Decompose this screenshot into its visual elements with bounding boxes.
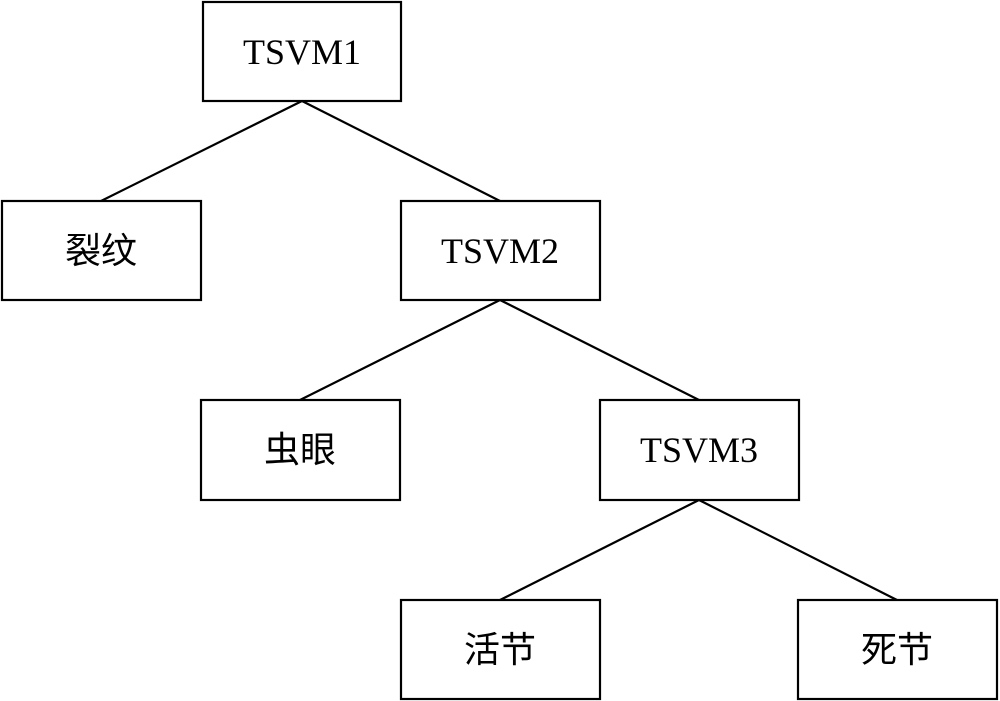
node-label-tsvm3: TSVM3 bbox=[640, 430, 758, 470]
edge-tsvm3-live-knot bbox=[499, 499, 700, 601]
tree-edges bbox=[100, 100, 898, 601]
node-tsvm1: TSVM1 bbox=[201, 0, 403, 103]
node-box bbox=[399, 598, 602, 701]
node-crack: 裂纹 bbox=[0, 199, 203, 302]
node-label-tsvm2: TSVM2 bbox=[441, 231, 559, 271]
edge-tsvm1-tsvm2 bbox=[301, 100, 501, 202]
edge-tsvm2-tsvm3 bbox=[499, 299, 700, 401]
node-label-crack: 裂纹 bbox=[65, 231, 137, 271]
node-live-knot: 活节 bbox=[399, 598, 602, 701]
node-box bbox=[796, 598, 999, 701]
edge-tsvm3-dead-knot bbox=[698, 499, 898, 601]
node-box bbox=[0, 199, 203, 302]
edge-tsvm1-crack bbox=[100, 100, 303, 202]
node-label-live-knot: 活节 bbox=[464, 630, 536, 670]
node-tsvm3: TSVM3 bbox=[598, 398, 801, 502]
node-box bbox=[199, 398, 402, 502]
node-label-tsvm1: TSVM1 bbox=[243, 32, 361, 72]
node-wormhole: 虫眼 bbox=[199, 398, 402, 502]
node-box bbox=[598, 398, 801, 502]
node-dead-knot: 死节 bbox=[796, 598, 999, 701]
edge-tsvm2-wormhole bbox=[299, 299, 501, 401]
node-label-wormhole: 虫眼 bbox=[264, 430, 336, 470]
node-label-dead-knot: 死节 bbox=[861, 630, 933, 670]
node-tsvm2: TSVM2 bbox=[399, 199, 602, 302]
node-box bbox=[201, 0, 403, 103]
node-box bbox=[399, 199, 602, 302]
